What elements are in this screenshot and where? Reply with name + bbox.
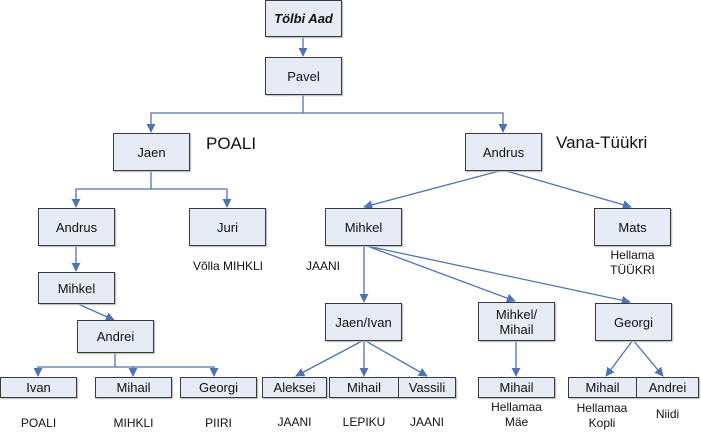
edge-georgi-andrei [632,339,664,377]
node-mihail-left[interactable]: Mihail [95,377,172,398]
edge-georgi-mihail [605,339,634,377]
node-jaen-ivan[interactable]: Jaen/Ivan [325,303,402,341]
label-hellamaa-kopli-1: Hellamaa [576,401,628,415]
edge-jaenivan-vassili [363,339,428,377]
label-volla-mihkli: Võlla MIHKLI [192,259,264,273]
edge-pavel-jaen [146,94,304,133]
label-hellamaa-mae-1: Hellamaa [491,400,542,414]
label-hellama: Hellama [610,248,655,262]
edge-andrei-ivan [33,352,116,377]
node-georgi-right[interactable]: Georgi [595,303,672,341]
node-andrus-right[interactable]: Andrus [465,133,542,171]
edge-mihkel-georgi [366,245,631,305]
edge-mihkel-mihkelmihail [366,245,516,303]
node-mihkel-mid[interactable]: Mihkel [325,208,402,246]
edge-andrei-georgi [115,366,219,377]
label-jaani-aleksei: JAANI [277,415,312,429]
label-piiri: PIIRI [205,416,232,430]
node-jaen[interactable]: Jaen [113,133,190,171]
node-mats[interactable]: Mats [594,208,671,246]
label-hellamaa-mae-2: Mäe [504,415,529,429]
node-andrei-right[interactable]: Andrei [636,377,699,398]
node-andrei-left[interactable]: Andrei [77,320,154,353]
label-hellamaa-kopli-2: Kopli [588,416,616,430]
edge-pavel-andrus [303,112,508,133]
node-juri[interactable]: Juri [189,208,266,246]
edge-jaen-juri [151,188,232,208]
node-ivan[interactable]: Ivan [0,377,77,398]
node-tolbi-aad[interactable]: Tölbi Aad [265,0,342,37]
label-niidi: Niidi [655,407,680,421]
label-lepiku: LEPIKU [342,415,386,429]
label-vana-tuukri: Vana-Tüükri [556,133,648,152]
edge-jaenivan-aleksei [295,339,365,377]
edge-jaen-andrus [71,170,152,208]
node-georgi-left[interactable]: Georgi [180,377,257,398]
label-jaani-vassili: JAANI [409,415,444,429]
label-jaani-mid: JAANI [306,259,341,273]
label-tuukri: TÜÜKRI [610,263,655,277]
node-mihkel-mihail[interactable]: Mihkel/ Mihail [478,302,555,341]
node-aleksei[interactable]: Aleksei [262,377,327,398]
node-pavel[interactable]: Pavel [265,57,342,95]
node-vassili[interactable]: Vassili [398,377,456,398]
node-mihail-mid[interactable]: Mihail [329,377,399,398]
label-poali-branch: POALI [206,134,257,153]
edge-mihkel-andrei [77,303,115,321]
label-poali-ivan: POALI [20,416,57,430]
node-mihail-far-right[interactable]: Mihail [568,377,637,398]
edge-andrus-mats [502,169,632,210]
node-mihkel-left[interactable]: Mihkel [38,272,115,304]
edge-andrus-mihkel-m [363,169,504,210]
node-mihail-right[interactable]: Mihail [478,377,555,398]
label-mihkli: MIHKLI [113,416,154,430]
node-andrus-left[interactable]: Andrus [38,208,115,246]
